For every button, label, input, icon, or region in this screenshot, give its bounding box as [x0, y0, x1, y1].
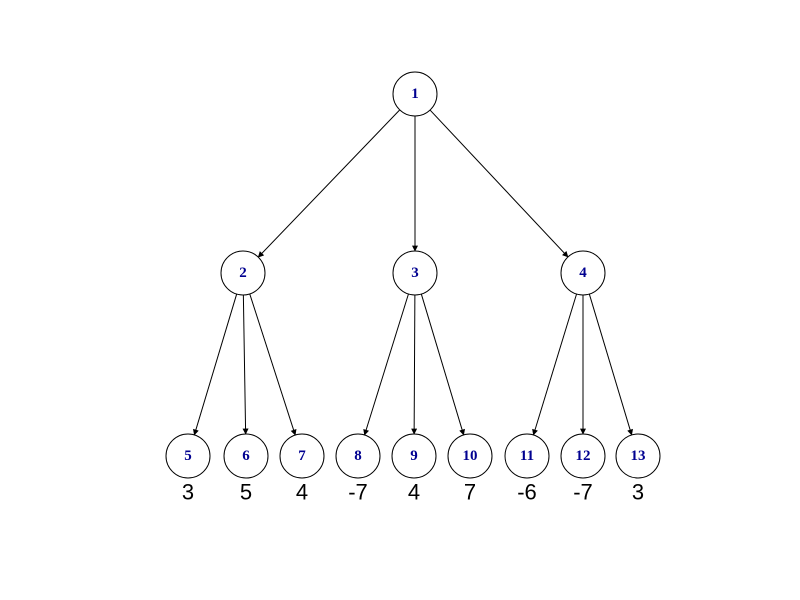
edges-layer [193, 109, 633, 436]
node-circle-1 [392, 71, 438, 117]
edge-2-5 [193, 293, 238, 436]
node-label-6: 6 [242, 448, 250, 464]
node-label-1: 1 [411, 86, 419, 102]
leaf-value-11: -6 [517, 480, 537, 505]
node-label-11: 11 [520, 448, 534, 464]
node-label-10: 10 [463, 448, 478, 464]
tree-node-4: 4 [560, 250, 606, 296]
node-circle-13 [615, 433, 661, 479]
leaf-value-9: 4 [408, 480, 420, 505]
leaf-value-10: 7 [464, 480, 476, 505]
node-label-4: 4 [579, 265, 587, 281]
node-circle-2 [220, 250, 266, 296]
node-circle-12 [560, 433, 606, 479]
leaf-value-12: -7 [573, 480, 593, 505]
tree-node-7: 7 [279, 433, 325, 479]
node-label-2: 2 [239, 265, 247, 281]
leaf-value-7: 4 [296, 480, 308, 505]
edge-1-4 [429, 109, 569, 258]
node-label-12: 12 [576, 448, 591, 464]
edge-1-2 [257, 109, 401, 258]
edge-4-13 [588, 293, 633, 436]
leaf-value-13: 3 [632, 480, 644, 505]
node-circle-6 [223, 433, 269, 479]
node-circle-8 [335, 433, 381, 479]
tree-node-11: 11 [504, 433, 550, 479]
node-label-13: 13 [631, 448, 646, 464]
edge-2-6 [242, 294, 249, 435]
leaf-value-5: 3 [182, 480, 194, 505]
edge-2-7 [249, 293, 297, 436]
node-circle-9 [391, 433, 437, 479]
tree-node-3: 3 [392, 250, 438, 296]
edge-4-11 [532, 293, 578, 436]
node-label-7: 7 [298, 448, 306, 464]
tree-node-10: 10 [447, 433, 493, 479]
node-label-9: 9 [410, 448, 418, 464]
tree-node-8: 8 [335, 433, 381, 479]
leaf-value-6: 5 [240, 480, 252, 505]
node-circle-10 [447, 433, 493, 479]
edge-3-10 [420, 293, 465, 436]
leaf-value-8: -7 [348, 480, 368, 505]
node-circle-4 [560, 250, 606, 296]
tree-node-1: 1 [392, 71, 438, 117]
tree-node-6: 6 [223, 433, 269, 479]
tree-node-13: 13 [615, 433, 661, 479]
node-label-3: 3 [411, 265, 419, 281]
tree-node-12: 12 [560, 433, 606, 479]
node-circle-3 [392, 250, 438, 296]
node-circle-11 [504, 433, 550, 479]
node-circle-5 [165, 433, 211, 479]
node-label-5: 5 [184, 448, 192, 464]
edge-3-9 [411, 294, 418, 435]
edge-3-8 [363, 293, 409, 436]
node-label-8: 8 [354, 448, 362, 464]
tree-node-9: 9 [391, 433, 437, 479]
values-layer: 3 5 4 -7 4 7 -6 -7 3 [182, 480, 644, 505]
tree-node-5: 5 [165, 433, 211, 479]
node-circle-7 [279, 433, 325, 479]
tree-node-2: 2 [220, 250, 266, 296]
